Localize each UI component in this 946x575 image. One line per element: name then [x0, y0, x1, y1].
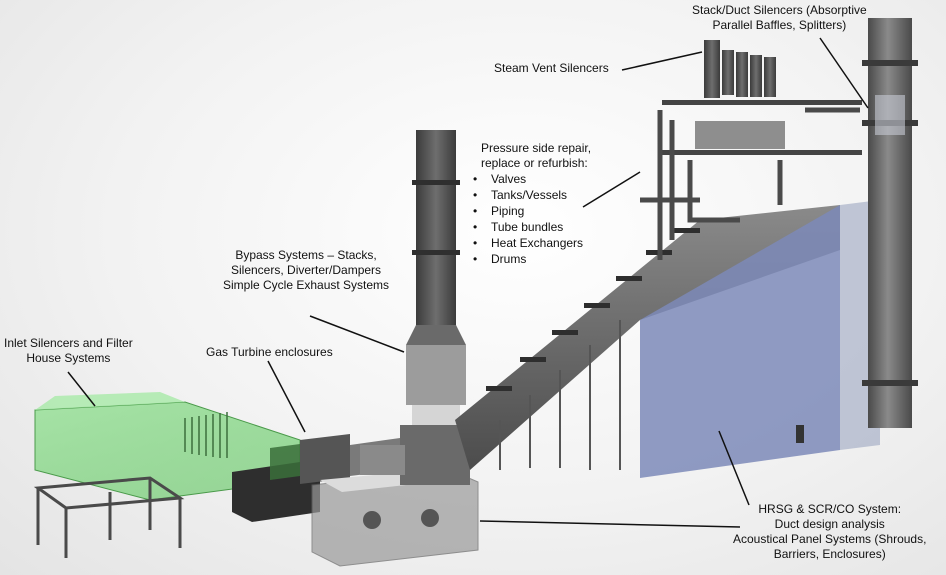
pointer-bypass: [309, 315, 405, 353]
pointer-hrsg: [479, 520, 741, 528]
pointer-gas-turbine: [267, 360, 306, 433]
duct-support-legs: [499, 320, 621, 470]
callout-stack-duct-silencers: Stack/Duct Silencers (Absorptive Paralle…: [692, 3, 867, 32]
callout-pointers: [67, 37, 869, 528]
list-item: Heat Exchangers: [473, 235, 591, 251]
list-item: Tube bundles: [473, 219, 591, 235]
turbine-enclosure-fans: [363, 509, 439, 529]
list-item: Drums: [473, 251, 591, 267]
list-item: Valves: [473, 171, 591, 187]
steam-vent-silencers: [704, 40, 776, 98]
pressure-side-list: Valves Tanks/Vessels Piping Tube bundles…: [473, 171, 591, 267]
pointer-steam-vent: [621, 51, 703, 71]
callout-steam-vent-silencers: Steam Vent Silencers: [494, 61, 609, 75]
filter-house-support-frame: [33, 476, 185, 558]
callout-pressure-side: Pressure side repair, replace or refurbi…: [473, 141, 591, 267]
pointer-hrsg-panel: [718, 430, 750, 506]
callout-inlet-silencers: Inlet Silencers and Filter House Systems: [4, 336, 133, 365]
pointer-pressure-side: [582, 171, 641, 208]
list-item: Piping: [473, 203, 591, 219]
pointer-stack-duct: [819, 37, 869, 109]
callout-hrsg-scr-co: HRSG & SCR/CO System: Duct design analys…: [733, 502, 927, 561]
steam-drum-platform: [640, 100, 862, 260]
steam-piping: [640, 107, 860, 260]
callout-gas-turbine-enclosures: Gas Turbine enclosures: [206, 345, 333, 359]
bypass-stack: [360, 130, 470, 485]
callout-bypass-systems: Bypass Systems – Stacks, Silencers, Dive…: [223, 248, 390, 292]
list-item: Tanks/Vessels: [473, 187, 591, 203]
hrsg-main-stack: [862, 18, 918, 428]
inlet-silencer-baffles: [184, 412, 228, 458]
pointer-inlet: [67, 371, 96, 407]
